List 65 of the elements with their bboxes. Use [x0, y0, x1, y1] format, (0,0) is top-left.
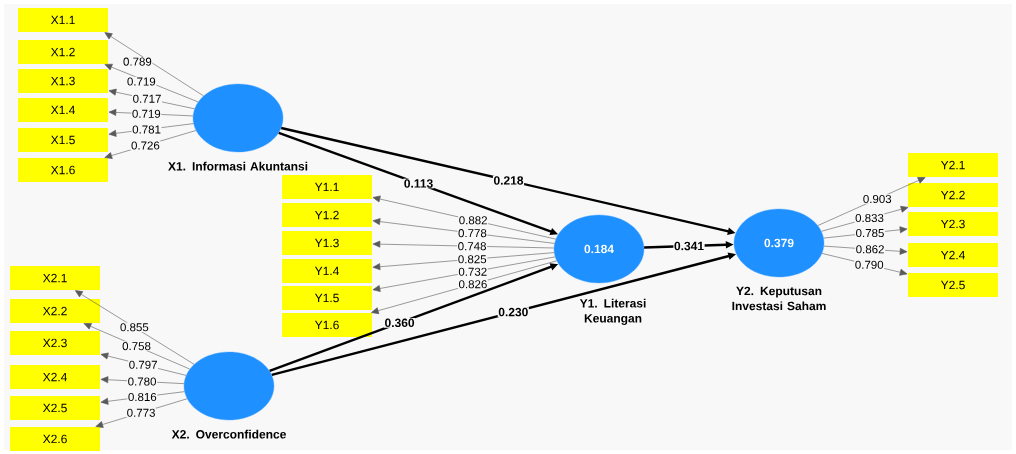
indicator-box: Y1.5	[282, 286, 372, 310]
edge-label: 0.113	[403, 178, 434, 189]
indicator-box: Y1.2	[282, 203, 372, 227]
indicator-box: X1.3	[18, 69, 108, 93]
edge-label: 0.773	[126, 408, 157, 418]
edge-label: 0.218	[492, 175, 525, 186]
arrow	[372, 252, 555, 271]
indicator-box: Y1.4	[282, 259, 372, 283]
edge-label: 0.789	[122, 57, 153, 67]
indicator-box: X2.6	[10, 427, 100, 451]
arrow	[817, 177, 926, 226]
indicator-box: X2.1	[10, 266, 100, 290]
indicator-box: Y2.1	[908, 153, 998, 177]
indicator-box: Y2.4	[908, 243, 998, 267]
indicator-box: Y1.1	[282, 175, 372, 199]
indicator-box: X2.3	[10, 331, 100, 355]
construct-label: Y1. Literasi Keuangan	[579, 298, 646, 325]
edge-label: 0.719	[131, 109, 162, 119]
edge-label: 0.230	[497, 307, 529, 317]
indicator-box: Y2.5	[908, 273, 998, 297]
arrow	[104, 32, 204, 97]
indicator-box: X1.1	[18, 8, 108, 32]
arrow	[372, 195, 557, 240]
arrow	[75, 290, 195, 365]
arrow	[104, 63, 199, 103]
edge-label: 0.785	[855, 228, 885, 238]
indicator-box: X2.2	[10, 299, 100, 323]
indicator-box: X1.4	[18, 98, 108, 122]
edge-label: 0.855	[119, 322, 150, 332]
edge-label: 0.748	[457, 241, 488, 251]
edge-label: 0.360	[383, 318, 416, 328]
indicator-box: X2.5	[10, 396, 100, 420]
indicator-box: X2.4	[10, 365, 100, 389]
edge-label: 0.717	[132, 94, 162, 104]
arrow	[372, 218, 555, 244]
arrow	[372, 256, 556, 292]
edge-label: 0.778	[457, 228, 488, 238]
edge-label: 0.341	[673, 241, 705, 251]
indicator-box: Y1.6	[282, 313, 372, 337]
edge-label: 0.816	[127, 392, 158, 402]
edge-label: 0.790	[854, 260, 885, 270]
construct-label: X1. Informasi Akuntansi	[168, 161, 308, 171]
indicator-box: X1.6	[18, 158, 108, 182]
construct-label: Y2. Keputusan Investasi Saham	[732, 286, 826, 311]
edge-label: 0.882	[458, 215, 489, 225]
edge-label: 0.862	[855, 244, 886, 254]
indicator-box: Y1.3	[282, 231, 372, 255]
edge-label: 0.758	[121, 341, 152, 351]
edge-label: 0.732	[457, 267, 488, 277]
edge-label: 0.726	[130, 140, 161, 151]
edge-label: 0.719	[126, 76, 157, 87]
edge-label: 0.797	[128, 360, 159, 370]
edge-label: 0.825	[457, 254, 488, 264]
edge-label: 0.780	[127, 376, 158, 387]
indicator-box: X1.2	[18, 40, 108, 64]
arrow	[372, 240, 555, 249]
indicator-box: Y2.2	[908, 183, 998, 207]
edge-label: 0.833	[854, 213, 885, 223]
indicator-box: X1.5	[18, 128, 108, 152]
indicator-box: Y2.3	[908, 212, 998, 236]
arrow	[371, 260, 557, 315]
construct-label: X2. Overconfidence	[171, 429, 286, 439]
edge-label: 0.826	[457, 279, 488, 289]
edge-label: 0.781	[131, 124, 162, 135]
edge-label: 0.903	[862, 194, 893, 204]
